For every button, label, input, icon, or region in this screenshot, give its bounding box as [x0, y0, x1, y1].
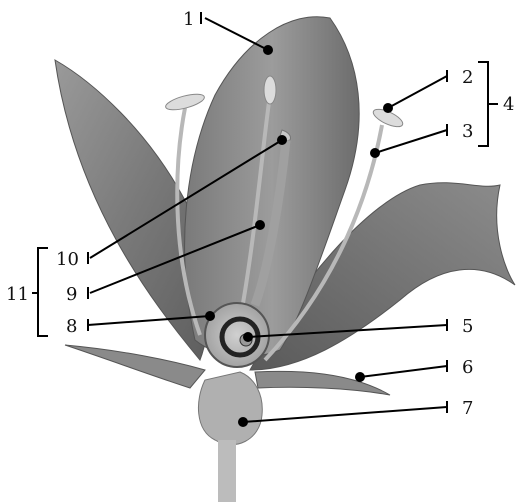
dot-7 — [238, 417, 248, 427]
center-anther — [264, 76, 276, 104]
receptacle — [198, 372, 262, 445]
label-1: 1 — [183, 9, 194, 30]
label-6: 6 — [462, 357, 473, 378]
label-3: 3 — [462, 121, 473, 142]
dot-2 — [383, 103, 393, 113]
dot-10 — [277, 135, 287, 145]
leader-line-3 — [375, 130, 447, 153]
leader-line-6 — [360, 366, 447, 377]
dot-9 — [255, 220, 265, 230]
label-7: 7 — [462, 398, 473, 419]
label-9: 9 — [66, 284, 77, 305]
leader-line-7 — [243, 407, 447, 422]
label-4: 4 — [503, 94, 514, 115]
leader-line-2 — [388, 76, 447, 108]
flower-stalk — [218, 440, 236, 502]
bracket-11 — [38, 248, 48, 336]
label-5: 5 — [462, 316, 473, 337]
dot-3 — [370, 148, 380, 158]
dot-1 — [263, 45, 273, 55]
dot-6 — [355, 372, 365, 382]
label-2: 2 — [462, 67, 473, 88]
bracket-4 — [478, 62, 488, 146]
label-10: 10 — [56, 249, 79, 270]
left-sepal — [65, 345, 205, 388]
leader-line-1 — [205, 18, 268, 50]
label-11: 11 — [6, 284, 29, 305]
dot-5 — [243, 332, 253, 342]
dot-8 — [205, 311, 215, 321]
label-8: 8 — [66, 316, 77, 337]
